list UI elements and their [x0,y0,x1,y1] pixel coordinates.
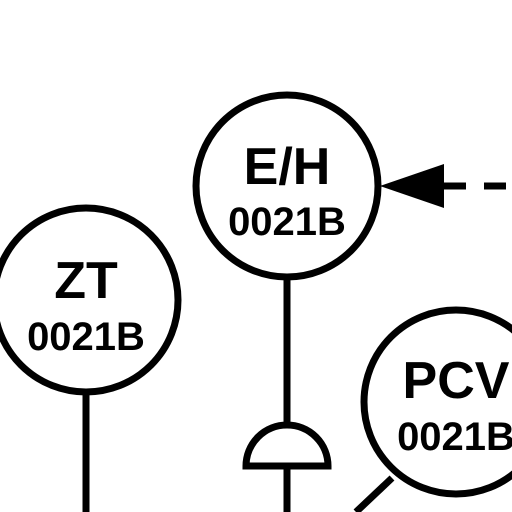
pcv-connection-line [353,475,395,512]
instrument-circle-eh [192,91,382,281]
instrument-loop-eh: 0021B [228,200,346,244]
signal-arrowhead-icon [380,164,444,208]
instrument-bubble-zt: ZT 0021B [0,204,182,396]
instrument-loop-pcv: 0021B [397,415,512,459]
instrument-function-eh: E/H [244,138,331,196]
instrument-function-zt: ZT [54,252,118,310]
instrument-circle-zt [0,204,182,396]
instrument-bubble-pcv: PCV 0021B [360,306,512,498]
diaphragm-actuator-icon [242,421,332,470]
instrument-bubble-eh: E/H 0021B [192,91,382,281]
instrument-circle-pcv [360,306,512,498]
instrument-function-pcv: PCV [403,352,510,410]
instrument-loop-zt: 0021B [27,315,145,359]
